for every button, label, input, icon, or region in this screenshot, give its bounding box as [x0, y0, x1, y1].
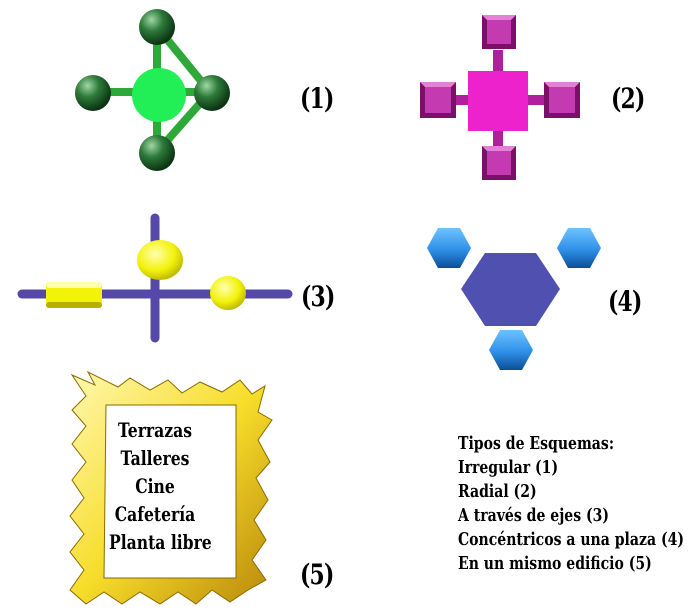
legend-item: Concéntricos a una plaza (4)	[458, 529, 685, 550]
diagram-irregular	[75, 9, 230, 171]
d1-node-right	[194, 75, 230, 111]
diagram-concentric	[427, 228, 601, 370]
frame-item: Talleres	[120, 446, 190, 470]
frame-item: Cine	[135, 474, 175, 498]
label-diagram-5: (5)	[300, 558, 334, 591]
label-diagram-4: (4)	[608, 285, 642, 318]
diagram-axes	[17, 213, 293, 343]
d2-node-top	[482, 15, 516, 49]
legend-title: Tipos de Esquemas:	[458, 433, 614, 454]
label-diagram-3: (3)	[301, 280, 335, 313]
d1-center-node	[132, 68, 186, 122]
d2-center-node	[468, 71, 528, 131]
frame-item: Planta libre	[108, 530, 212, 554]
diagram-same-building	[69, 370, 273, 605]
d1-node-left	[75, 75, 111, 111]
d5-frame	[69, 370, 273, 605]
legend-item: Radial (2)	[458, 481, 537, 502]
legend-item: A través de ejes (3)	[458, 505, 610, 526]
frame-list: Terrazas Talleres Cine Cafetería Planta …	[108, 416, 212, 556]
d4-node-left	[427, 228, 471, 268]
label-diagram-2: (2)	[611, 82, 645, 115]
legend-item: Irregular (1)	[458, 457, 559, 478]
d3-node-right	[210, 276, 246, 310]
frame-item: Cafetería	[114, 502, 196, 526]
d2-node-bottom	[482, 146, 516, 180]
d4-center-plaza	[461, 253, 560, 326]
d1-node-top	[139, 9, 175, 45]
legend: Tipos de Esquemas: Irregular (1) Radial …	[458, 432, 684, 576]
d2-node-left	[420, 82, 456, 118]
label-diagram-1: (1)	[300, 82, 334, 115]
diagram-radial	[420, 15, 580, 180]
d1-node-bottom	[139, 135, 175, 171]
d4-node-bottom	[489, 330, 533, 370]
d2-node-right	[544, 82, 580, 118]
d3-node-top	[137, 240, 183, 280]
d4-node-right	[557, 228, 601, 268]
d3-node-left	[46, 282, 102, 308]
frame-item: Terrazas	[117, 418, 193, 442]
legend-item: En un mismo edificio (5)	[458, 553, 652, 574]
